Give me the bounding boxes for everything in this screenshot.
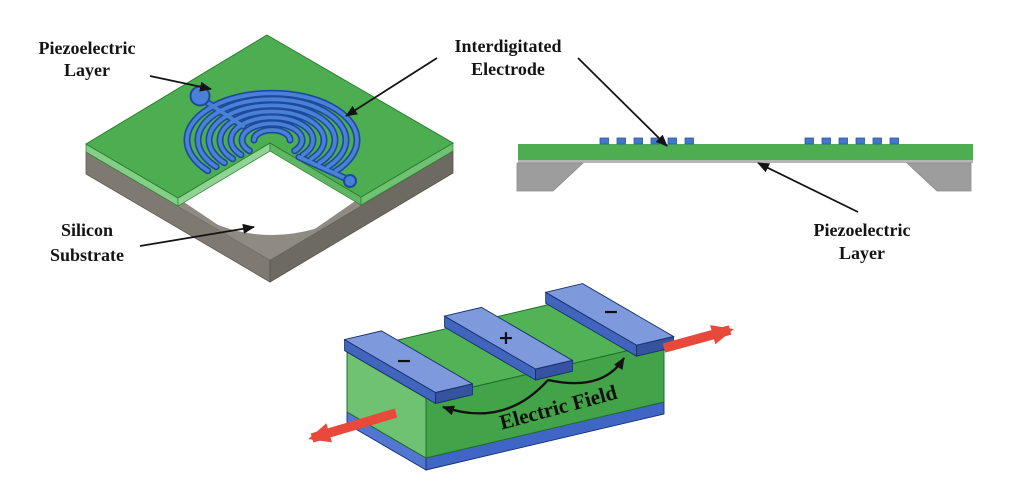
top-electrode-bar-right: −	[544, 283, 675, 357]
electrode-finger	[616, 137, 626, 145]
minus-sign-left: −	[396, 350, 412, 372]
electrode-finger	[804, 137, 814, 145]
electrode-group-right	[804, 137, 899, 145]
electrode-finger	[872, 137, 882, 145]
top-electrode-bar-left: −	[343, 330, 474, 405]
bar-top-face	[443, 306, 574, 370]
interdigitated-label-line2: Electrode	[471, 59, 545, 79]
silicon-substrate-arrow	[139, 223, 255, 247]
piezo-layer-arrow	[149, 75, 212, 92]
annotations: Piezoelectric Layer Interdigitated Elect…	[39, 36, 911, 265]
electrode-pad-left	[189, 85, 211, 107]
electric-field-figure: − + − Electric Field	[308, 283, 734, 471]
field-line-left	[442, 379, 549, 416]
piezo-layer-label-line1: Piezoelectric	[39, 38, 136, 58]
piezo-layer-side-arrow	[757, 162, 859, 213]
substrate-right-face	[269, 150, 454, 283]
top-electrode-bar-middle: +	[443, 306, 574, 381]
interdigitated-arrow-left	[345, 57, 438, 117]
silicon-substrate-label-line2: Substrate	[50, 245, 124, 265]
silicon-substrate-label-line1: Silicon	[61, 220, 113, 240]
electrode-finger	[650, 137, 660, 145]
electrode-finger	[855, 137, 865, 145]
bar-top-face	[343, 330, 474, 393]
silicon-support-right	[905, 162, 972, 192]
electrode-finger	[667, 137, 677, 145]
bar-top-face	[544, 283, 675, 346]
plus-sign-center: +	[498, 327, 514, 349]
strain-arrow-right	[662, 325, 734, 353]
substrate-residue-line	[518, 160, 973, 163]
electrode-pad-right	[343, 174, 357, 188]
piezo-layer-side-label-line1: Piezoelectric	[814, 220, 911, 240]
cavity-opening	[178, 143, 361, 235]
electrode-group-left	[599, 137, 694, 145]
electrode-finger	[684, 137, 694, 145]
electrode-finger	[599, 137, 609, 145]
piezoelectric-layer-bar	[518, 144, 973, 160]
interdigitated-arrow-right	[577, 57, 668, 147]
piezo-layer-side-label-line2: Layer	[839, 243, 885, 263]
cross-section-figure	[516, 137, 973, 192]
electrode-finger	[821, 137, 831, 145]
electrode-finger	[838, 137, 848, 145]
electrode-finger	[633, 137, 643, 145]
interdigitated-label-line1: Interdigitated	[455, 36, 562, 56]
electrode-finger	[889, 137, 899, 145]
isometric-membrane-figure	[85, 34, 454, 283]
field-line-right	[547, 357, 625, 385]
etched-cavity	[178, 143, 361, 235]
piezo-layer-label-line2: Layer	[64, 60, 110, 80]
minus-sign-right: −	[603, 301, 619, 323]
strain-arrow-left	[308, 408, 398, 443]
silicon-support-left	[516, 162, 585, 192]
